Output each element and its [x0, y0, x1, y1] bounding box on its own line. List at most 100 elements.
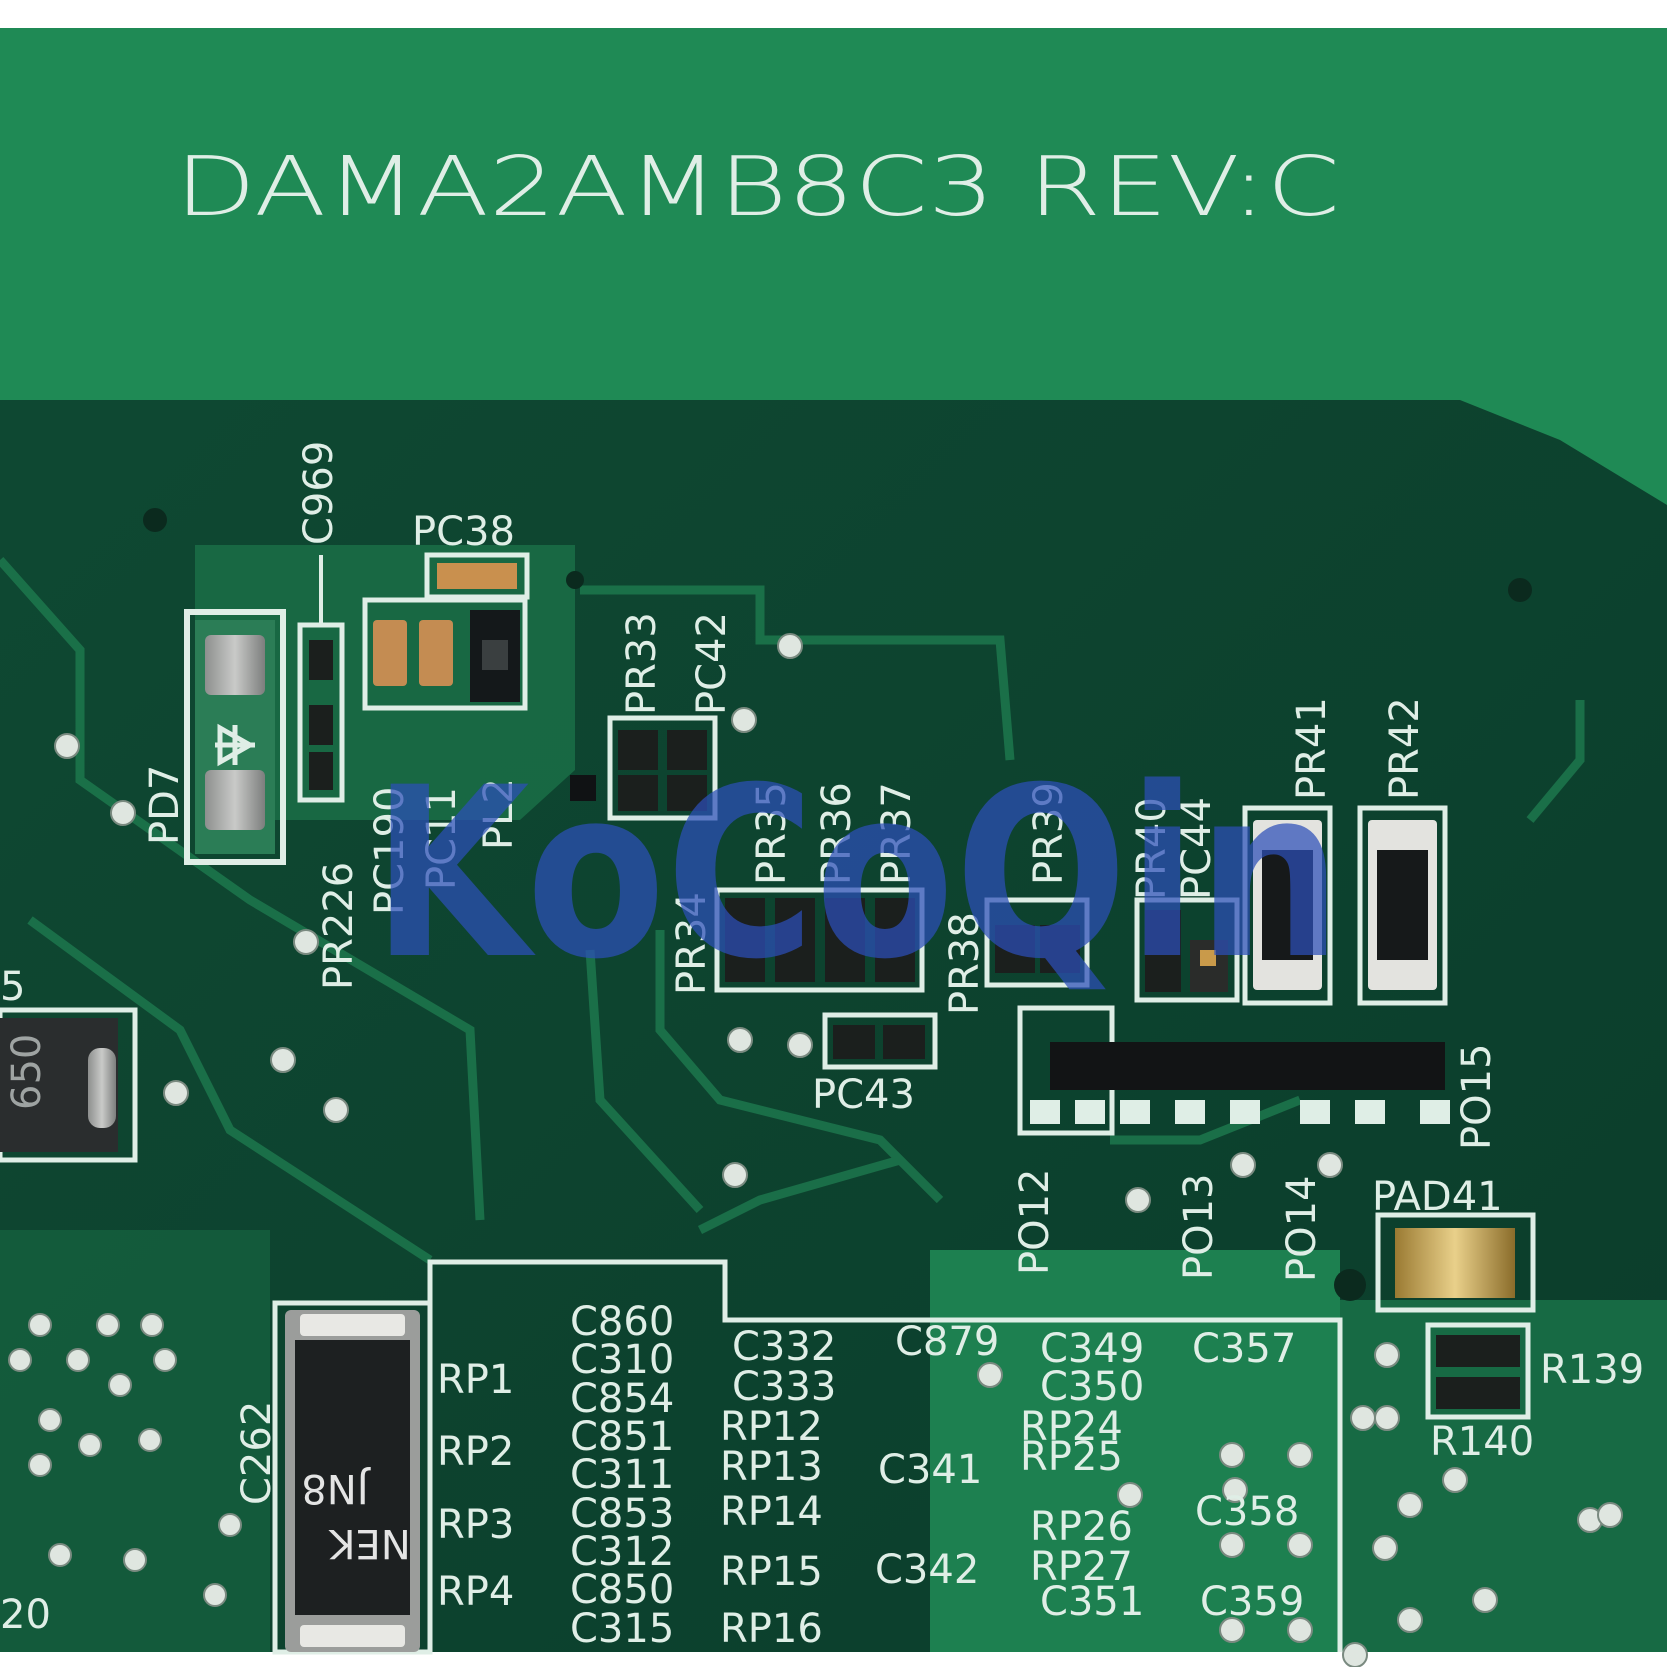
label-c262: C262	[234, 1401, 280, 1505]
label-pr38: PR38	[942, 912, 988, 1015]
capacitor-highlight	[1200, 950, 1216, 966]
capacitor-smd	[373, 620, 407, 686]
label-c853: C853	[570, 1491, 674, 1537]
resistor-smd	[309, 752, 333, 790]
label-edge-20: 20	[0, 1592, 51, 1638]
resistor-smd	[618, 775, 658, 811]
resistor-smd	[1436, 1377, 1520, 1409]
copper-pour	[1340, 1300, 1667, 1652]
resistor-smd	[995, 925, 1035, 973]
silkscreen-labels: C969 PC38 PR33 PC42 PD7 PR226 PC190 PC11…	[0, 441, 1644, 1652]
label-pr35: PR35	[749, 782, 795, 885]
resistor-array	[725, 898, 915, 982]
component-outline	[714, 887, 925, 993]
label-c358: C358	[1195, 1489, 1299, 1535]
component-outline	[1134, 897, 1240, 1003]
label-c357: C357	[1192, 1326, 1296, 1372]
label-rp4: RP4	[437, 1569, 514, 1615]
label-c311: C311	[570, 1452, 674, 1498]
capacitor-smd	[667, 730, 707, 770]
label-c851: C851	[570, 1414, 674, 1460]
capacitor-smd	[667, 775, 707, 811]
label-c359: C359	[1200, 1579, 1304, 1625]
label-edge-5: 5	[0, 964, 25, 1010]
resistor-smd	[309, 705, 333, 745]
label-edge-650: 650	[4, 1034, 50, 1110]
label-rp24: RP24	[1020, 1404, 1123, 1450]
label-rp15: RP15	[720, 1549, 823, 1595]
label-c850: C850	[570, 1567, 674, 1613]
label-rp3: RP3	[437, 1502, 514, 1548]
resistor-smd	[1436, 1335, 1520, 1367]
shunt-resistor-body	[1262, 850, 1313, 960]
shunt-resistor-body	[1377, 850, 1428, 960]
label-rp16: RP16	[720, 1606, 823, 1652]
inductor-pad	[300, 1314, 405, 1336]
label-pc38: PC38	[412, 509, 515, 555]
label-pc44: PC44	[1174, 797, 1220, 900]
inductor-core	[482, 640, 508, 670]
diode-pad	[205, 635, 265, 695]
label-c879: C879	[895, 1319, 999, 1365]
label-c333: C333	[732, 1364, 836, 1410]
silkscreen-outline	[427, 1259, 1343, 1652]
label-c349: C349	[1040, 1326, 1144, 1372]
gold-pad	[1395, 1228, 1515, 1298]
inductor-body	[295, 1340, 410, 1615]
resistor-smd	[618, 730, 658, 770]
diode-symbol-icon	[215, 723, 256, 767]
label-pr226: PR226	[316, 862, 362, 990]
pad-row	[1030, 1100, 1450, 1124]
brand-watermark: KoCoQin	[372, 738, 1342, 1011]
label-pad41: PAD41	[1372, 1174, 1503, 1220]
label-pd7: PD7	[142, 765, 188, 845]
component-outline	[1242, 805, 1333, 1006]
label-c351: C351	[1040, 1579, 1144, 1625]
label-r140: R140	[1430, 1419, 1534, 1465]
label-pc11: PC11	[419, 787, 465, 890]
mosfet-strip	[1050, 1042, 1445, 1090]
label-pc43: PC43	[812, 1072, 915, 1118]
label-c315: C315	[570, 1606, 674, 1652]
capacitor-smd	[437, 563, 517, 589]
diode-pad	[205, 770, 265, 830]
resistor-smd	[1040, 925, 1080, 973]
label-c969: C969	[296, 441, 342, 545]
inductor-pad	[88, 1048, 116, 1128]
label-c310: C310	[570, 1337, 674, 1383]
label-rp25: RP25	[1020, 1434, 1123, 1480]
label-rp12: RP12	[720, 1404, 823, 1450]
label-pr39: PR39	[1026, 782, 1072, 885]
label-pc42: PC42	[689, 612, 735, 715]
label-c854: C854	[570, 1376, 674, 1422]
label-pr33: PR33	[619, 612, 665, 715]
vias	[8, 633, 1623, 1667]
component-outline	[0, 1007, 138, 1163]
label-pr40: PR40	[1129, 797, 1175, 900]
label-pr37: PR37	[874, 782, 920, 885]
label-rp2: RP2	[437, 1429, 514, 1475]
label-rp14: RP14	[720, 1489, 823, 1535]
inductor-marking-2: NEK	[328, 1520, 411, 1566]
resistor-smd	[309, 640, 333, 680]
white-border-bottom	[0, 1652, 1667, 1667]
pcb-light-area	[0, 28, 1667, 505]
label-po15: PO15	[1454, 1043, 1500, 1150]
board-model-text: DAMA2AMB8C3 REV:C	[175, 140, 1340, 235]
capacitor-smd	[883, 1025, 925, 1059]
label-c332: C332	[732, 1324, 836, 1370]
label-po13: PO13	[1176, 1173, 1222, 1280]
dark-vias	[143, 508, 1532, 1301]
component-outline	[424, 552, 530, 600]
resistor-smd	[1145, 910, 1181, 992]
label-c342: C342	[875, 1547, 979, 1593]
label-pc190: PC190	[367, 787, 413, 915]
capacitor-smd	[833, 1025, 875, 1059]
component-outline	[984, 897, 1090, 988]
label-po12: PO12	[1012, 1168, 1058, 1275]
label-pl2: PL2	[476, 778, 522, 850]
label-rp1: RP1	[437, 1357, 514, 1403]
component-outline	[1357, 805, 1448, 1006]
component-outline	[822, 1012, 938, 1070]
label-po14: PO14	[1279, 1175, 1325, 1282]
